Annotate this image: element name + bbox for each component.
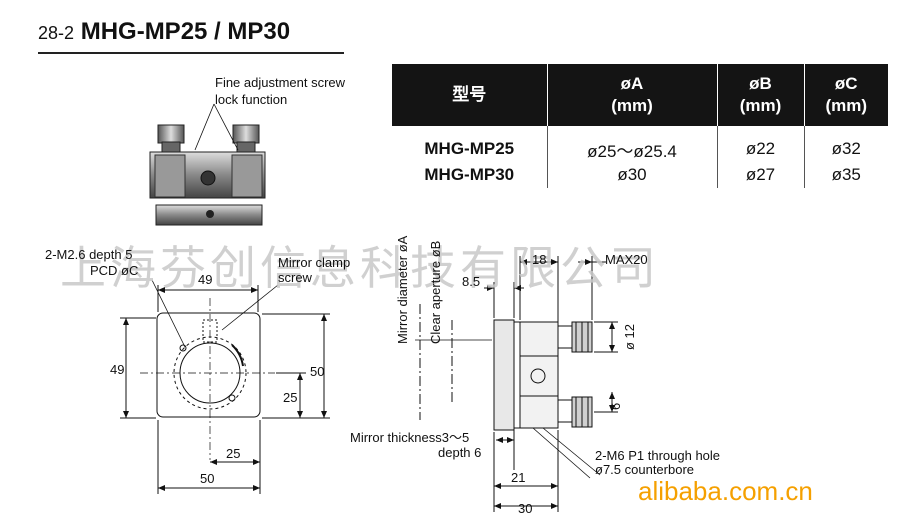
side-view (415, 256, 618, 512)
clear-aperture-label: Clear aperture øB (428, 240, 443, 344)
fine-adjust-label-2: lock function (215, 92, 288, 107)
clamp-label-1: Mirror clamp (278, 255, 351, 270)
table-row: MHG-MP30 ø30 ø27 ø35 (392, 162, 888, 188)
thickness-label-1: Mirror thickness3～5 (350, 430, 470, 445)
col-model: 型号 (392, 64, 547, 126)
cell-c: ø32 (803, 126, 888, 162)
cell-b: ø22 (716, 126, 804, 162)
dim-6: 6 (608, 402, 623, 410)
thickness-label-2: depth 6 (438, 445, 482, 460)
mirror-diameter-label: Mirror diameter øA (395, 235, 410, 344)
cell-model: MHG-MP25 (424, 139, 515, 158)
dim-25-right: 25 (283, 390, 298, 405)
title-underline (38, 52, 344, 54)
m6-label-2: ø7.5 counterbore (595, 462, 695, 477)
site-watermark: alibaba.com.cn (638, 476, 813, 506)
spec-table-header: 型号 øA(mm) øB(mm) øC(mm) (392, 64, 888, 126)
page-title: 28-2 MHG-MP25 / MP30 (38, 18, 290, 46)
dim-49-left: 49 (110, 362, 125, 377)
cell-a: ø30 (546, 162, 717, 188)
dim-49-top: 49 (198, 272, 213, 287)
spec-table: 型号 øA(mm) øB(mm) øC(mm) MHG-MP25 ø25～ø25… (392, 64, 888, 188)
clamp-label-2: screw (278, 270, 312, 285)
dim-phi12: ø 12 (622, 323, 637, 350)
mount-photo-top (149, 103, 266, 226)
dim-25-bottom: 25 (226, 446, 241, 461)
model-name: MHG-MP25 / MP30 (80, 18, 291, 45)
dim-50-bottom: 50 (200, 471, 215, 486)
dim-30: 30 (518, 501, 533, 516)
dim-8-5: 8.5 (462, 274, 481, 289)
m26-label-1: 2-M2.6 depth 5 (45, 247, 133, 262)
col-c: øC(mm) (803, 64, 888, 126)
cell-a: ø25～ø25.4 (546, 126, 717, 162)
dim-max20: MAX20 (605, 252, 648, 267)
col-b: øB(mm) (716, 64, 804, 126)
cell-b: ø27 (716, 162, 804, 188)
company-watermark: 上海芬创信息科技有限公司 (60, 241, 660, 295)
dim-50-right: 50 (310, 364, 325, 379)
dim-21: 21 (511, 470, 526, 485)
cell-c: ø35 (803, 162, 888, 188)
fine-adjust-label-1: Fine adjustment screw (215, 75, 346, 90)
dim-18: 18 (532, 252, 547, 267)
front-view (120, 279, 330, 494)
m26-label-2: PCD øC (90, 263, 139, 278)
cell-model: MHG-MP30 (424, 165, 515, 184)
col-a: øA(mm) (546, 64, 717, 126)
m6-label-1: 2-M6 P1 through hole (595, 448, 721, 463)
section-number: 28-2 (38, 23, 75, 43)
table-row: MHG-MP25 ø25～ø25.4 ø22 ø32 (392, 126, 888, 162)
